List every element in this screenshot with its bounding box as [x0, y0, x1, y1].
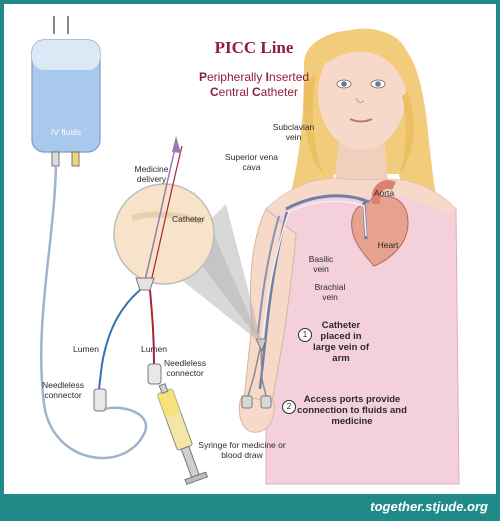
label-catheter: Catheter — [172, 214, 205, 224]
subclavian-vein — [285, 194, 370, 211]
mouth — [349, 118, 373, 123]
label-heart: Heart — [377, 240, 399, 250]
diagram-canvas: PICC Line Peripherally Inserted Central … — [4, 4, 496, 494]
footer-bar: together.stjude.org — [0, 494, 500, 521]
brachial-vein — [257, 215, 280, 335]
catheter-arm — [261, 200, 367, 345]
page-subtitle: Peripherally Inserted Central Catheter — [144, 70, 364, 100]
label-needleless-connector-left: Needleless connector — [41, 380, 85, 400]
footer-url[interactable]: together.stjude.org — [370, 499, 488, 514]
label-iv-fluids: IV fluids — [50, 127, 82, 137]
catheter-line — [143, 143, 177, 285]
label-needleless-connector-right: Needleless connector — [163, 358, 207, 378]
magnified-circle — [113, 183, 215, 285]
label-aorta: Aorta — [373, 188, 395, 198]
label-lumen-left: Lumen — [73, 344, 99, 354]
lumen-red — [149, 289, 155, 365]
medicine-arrow — [172, 136, 181, 153]
subtitle-line-1: Peripherally Inserted — [198, 70, 310, 84]
hair-side-left — [303, 74, 324, 174]
page-title: PICC Line — [214, 38, 294, 57]
label-basilic-vein: Basilic vein — [308, 254, 334, 274]
label-subclavian-vein: Subclavian vein — [272, 122, 315, 142]
illustration — [31, 16, 460, 486]
note-2-badge: 2 — [282, 400, 296, 414]
face — [318, 38, 406, 150]
iv-hook — [53, 16, 69, 34]
iv-port-right — [71, 151, 80, 167]
shoulders-skin — [266, 178, 456, 216]
access-ports — [241, 338, 272, 409]
lumen-blue — [98, 289, 141, 390]
label-syringe: Syringe for medicine or blood draw — [198, 440, 286, 460]
iv-port-left — [51, 151, 60, 167]
label-lumen-right: Lumen — [141, 344, 167, 354]
iv-tube — [39, 165, 148, 460]
syringe — [157, 383, 209, 486]
hair-front — [316, 28, 412, 94]
subtitle-line-2: Central Catheter — [209, 85, 299, 99]
label-brachial-vein: Brachial vein — [314, 282, 346, 302]
label-medicine-delivery: Medicine delivery — [134, 164, 169, 184]
aorta-shape — [371, 180, 396, 204]
note-1-text: Catheter placed in large vein of arm — [313, 320, 369, 364]
y-connector — [135, 277, 155, 291]
connector-right — [147, 363, 162, 385]
connector-left — [93, 388, 107, 412]
note-1-badge: 1 — [298, 328, 312, 342]
note-2-text: Access ports provide connection to fluid… — [297, 394, 407, 427]
hair-side-right — [399, 92, 414, 176]
label-superior-vena-cava: Superior vena cava — [225, 152, 278, 172]
